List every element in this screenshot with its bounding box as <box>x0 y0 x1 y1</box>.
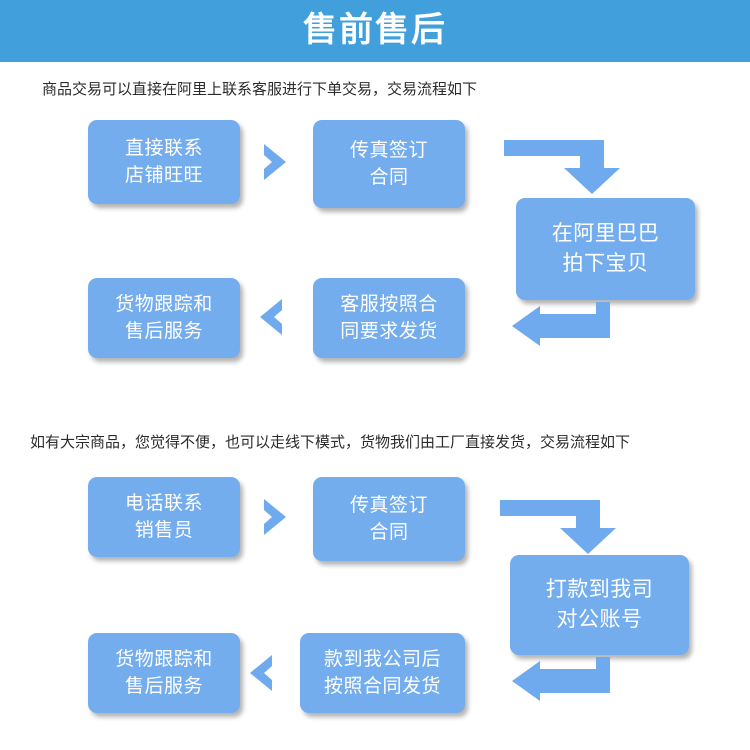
page-header-banner: 售前售后 <box>0 0 750 62</box>
elbow-arrow-down-left-icon <box>500 655 630 703</box>
flow-box-line1: 款到我公司后 <box>323 649 441 670</box>
flow-box-pay-company-account[interactable]: 打款到我司 对公账号 <box>510 555 689 655</box>
flow-box-line2: 销售员 <box>134 520 194 541</box>
flow-box-line2: 合同 <box>369 167 409 188</box>
flow-box-line1: 客服按照合 <box>340 294 438 315</box>
flow-box-line2: 售后服务 <box>124 676 203 697</box>
flow-box-line1: 货物跟踪和 <box>115 294 213 315</box>
chevron-left-icon <box>252 294 288 340</box>
offline-flow-description: 如有大宗商品，您觉得不便，也可以走线下模式，货物我们由工厂直接发货，交易流程如下 <box>30 434 631 451</box>
flow-box-line2: 对公账号 <box>556 608 643 631</box>
chevron-left-icon <box>242 650 278 696</box>
flow-box-line2: 拍下宝贝 <box>562 252 649 275</box>
flow-box-line1: 打款到我司 <box>545 578 654 601</box>
flow-box-line1: 货物跟踪和 <box>115 649 213 670</box>
elbow-arrow-right-down-icon <box>496 490 626 556</box>
online-flow-description: 商品交易可以直接在阿里上联系客服进行下单交易，交易流程如下 <box>42 81 478 98</box>
flow-box-line1: 在阿里巴巴 <box>551 222 660 245</box>
flow-box-line1: 传真签订 <box>349 140 428 161</box>
flow-box-line2: 店铺旺旺 <box>124 165 203 186</box>
flow-box-line2: 同要求发货 <box>340 321 438 342</box>
elbow-arrow-right-down-icon <box>500 130 630 196</box>
flow-box-line2: 售后服务 <box>124 321 203 342</box>
flow-box-line2: 按照合同发货 <box>323 676 441 697</box>
flow-box-ship-after-payment[interactable]: 款到我公司后 按照合同发货 <box>300 633 465 713</box>
flow-box-fax-contract[interactable]: 传真签订 合同 <box>313 120 465 208</box>
flow-box-track-aftersales-2[interactable]: 货物跟踪和 售后服务 <box>88 633 240 713</box>
flow-box-line2: 合同 <box>369 522 409 543</box>
chevron-right-icon <box>258 139 294 185</box>
flow-box-track-aftersales[interactable]: 货物跟踪和 售后服务 <box>88 278 240 358</box>
elbow-arrow-down-left-icon <box>500 300 630 348</box>
flow-box-fax-contract-2[interactable]: 传真签订 合同 <box>313 477 465 561</box>
flow-box-line1: 直接联系 <box>124 138 203 159</box>
chevron-right-icon <box>258 494 294 540</box>
flow-box-call-sales[interactable]: 电话联系 销售员 <box>88 477 240 557</box>
flow-box-contact-wangwang[interactable]: 直接联系 店铺旺旺 <box>88 120 240 204</box>
flow-box-line1: 电话联系 <box>124 493 203 514</box>
page-title: 售前售后 <box>303 11 447 49</box>
flow-box-order-alibaba[interactable]: 在阿里巴巴 拍下宝贝 <box>516 198 695 300</box>
flow-box-line1: 传真签订 <box>349 495 428 516</box>
flow-box-service-ship[interactable]: 客服按照合 同要求发货 <box>313 278 465 358</box>
